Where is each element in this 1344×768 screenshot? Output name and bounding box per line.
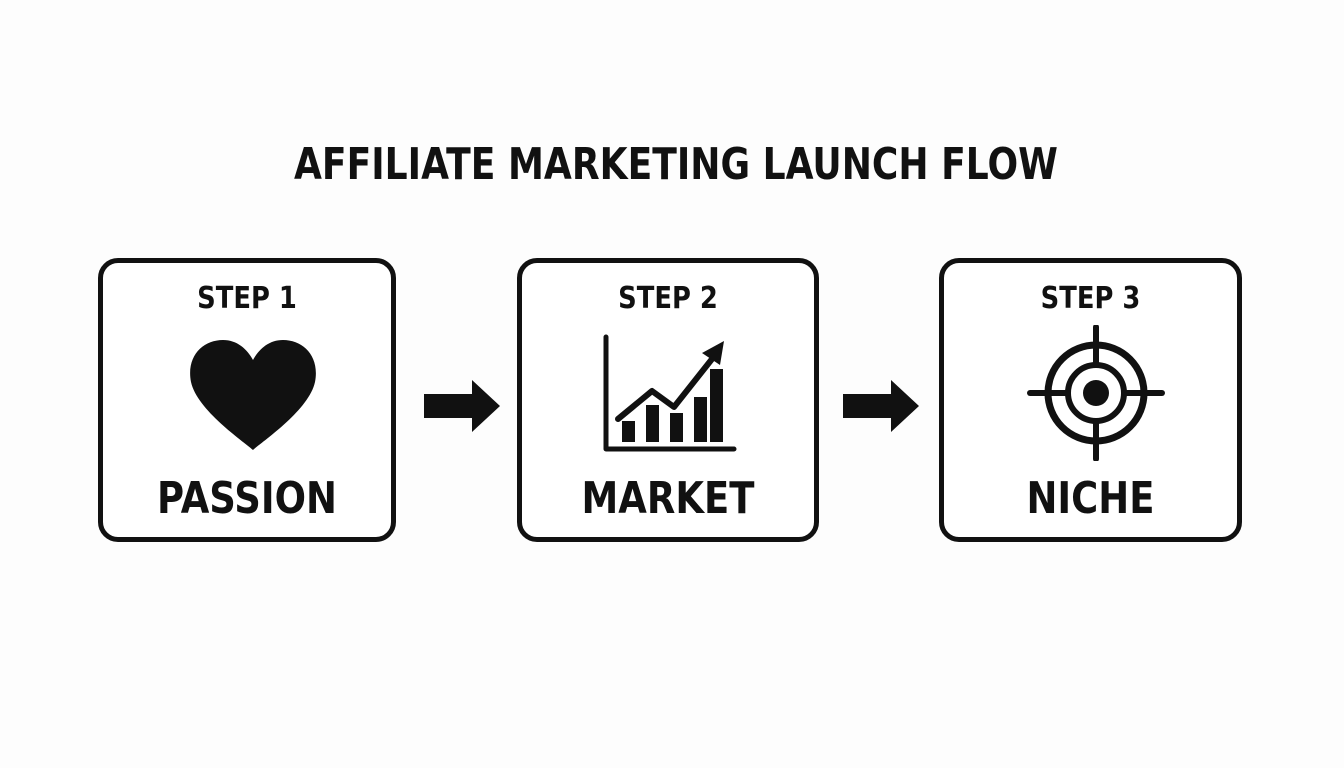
growth-chart-icon (603, 334, 737, 452)
step-2-label: STEP 2 (618, 281, 718, 316)
arrow-right-icon (843, 380, 919, 432)
step-3-card: STEP 3 NICHE (939, 258, 1242, 542)
heart-icon (190, 340, 316, 450)
step-3-label: STEP 3 (1040, 281, 1141, 316)
diagram-title: AFFILIATE MARKETING LAUNCH FLOW (294, 139, 1058, 190)
step-1-card: STEP 1 PASSION (98, 258, 396, 542)
step-2-name: MARKET (581, 473, 755, 524)
step-2-card: STEP 2 MARKET (517, 258, 819, 542)
step-1-label: STEP 1 (197, 281, 297, 316)
arrow-right-icon (424, 380, 500, 432)
step-3-name: NICHE (1026, 473, 1155, 524)
target-icon (1027, 325, 1165, 461)
step-1-name: PASSION (157, 473, 337, 524)
